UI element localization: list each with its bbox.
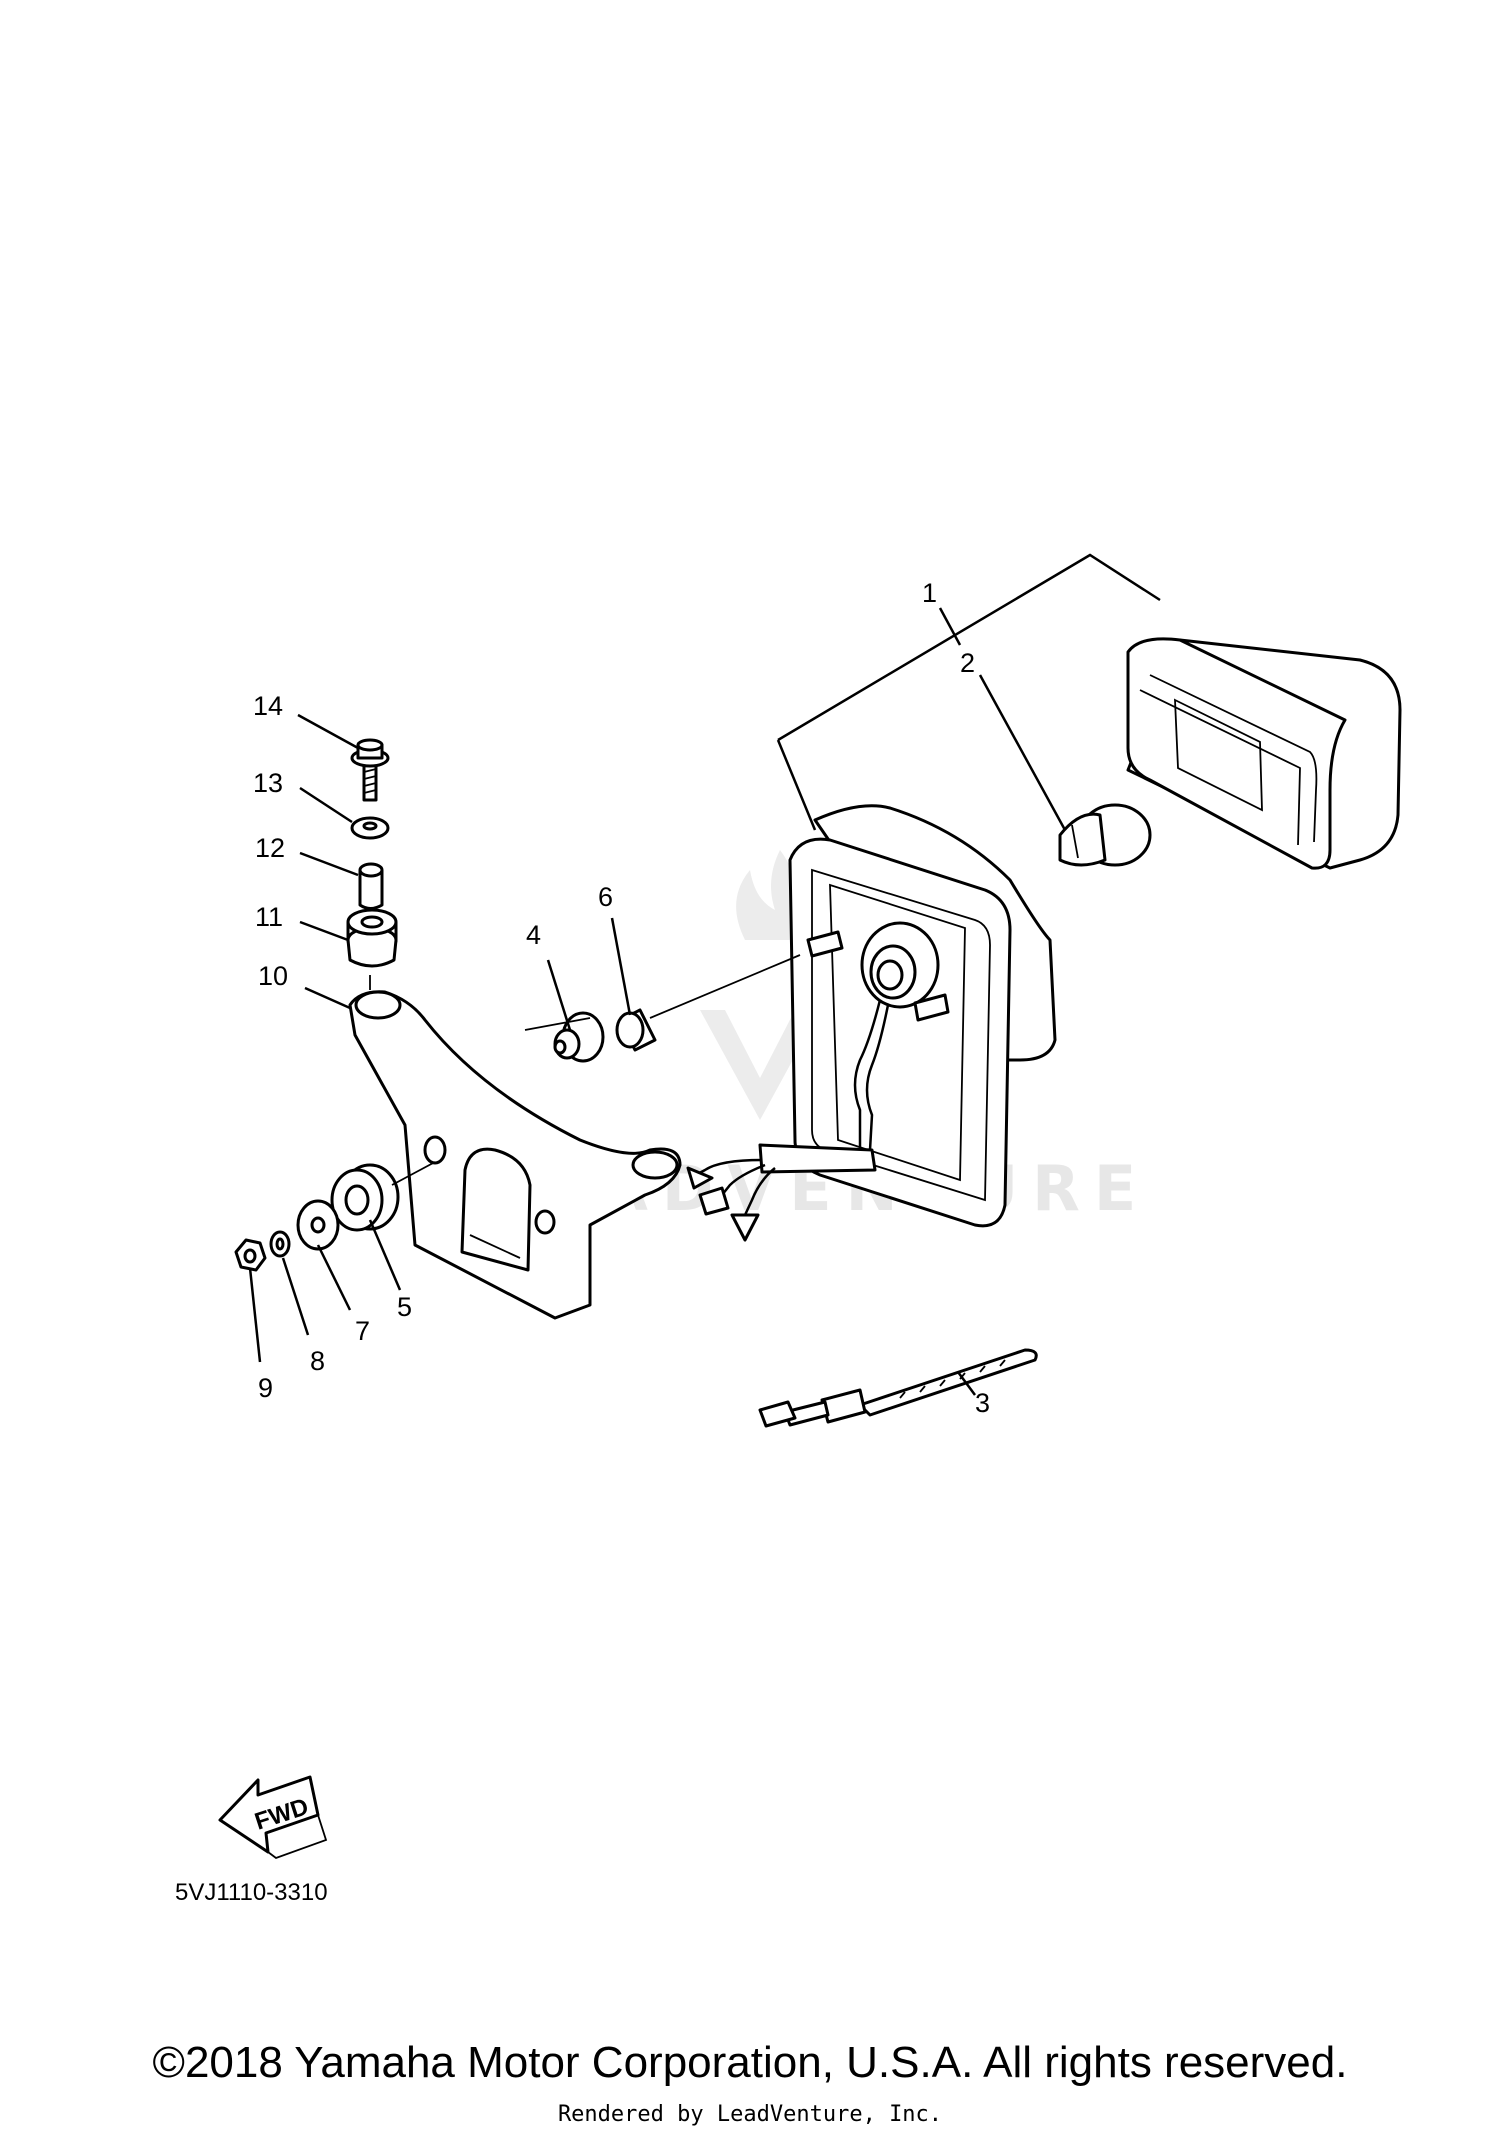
mounting-bracket [348, 990, 682, 1320]
callout-11: 11 [255, 902, 283, 932]
assembly-lines [369, 954, 801, 1186]
callout-5: 5 [397, 1292, 412, 1322]
callout-8: 8 [310, 1346, 325, 1376]
cable-tie [758, 1348, 1038, 1428]
grommet [553, 1011, 605, 1063]
callout-9: 9 [258, 1373, 273, 1403]
callout-13: 13 [253, 768, 283, 798]
tail-lamp-lens-assembly [1126, 637, 1402, 870]
rubber-grommet [330, 1163, 400, 1232]
callout-4: 4 [526, 920, 541, 950]
upper-grommet [346, 908, 398, 968]
lock-washer [269, 1230, 291, 1258]
callout-3: 3 [975, 1388, 990, 1418]
callout-1: 1 [922, 578, 937, 608]
bulb [1058, 803, 1152, 867]
plate-washer [296, 1199, 340, 1251]
leader-lines [248, 553, 1161, 1396]
callout-6: 6 [598, 882, 613, 912]
callout-7: 7 [355, 1316, 370, 1346]
upper-washer [350, 816, 390, 840]
rendered-by-credit: Rendered by LeadVenture, Inc. [557, 2102, 943, 2127]
nut [234, 1238, 267, 1272]
callout-14: 14 [253, 691, 283, 721]
callouts: 1 2 3 4 5 6 7 8 9 10 11 12 13 14 [253, 578, 990, 1418]
forward-direction-arrow: FWD [218, 1775, 328, 1860]
tail-lamp-housing [686, 804, 1057, 1242]
callout-12: 12 [255, 833, 285, 863]
bolt [350, 738, 390, 802]
collar [615, 1008, 657, 1052]
copyright-notice: ©2018 Yamaha Motor Corporation, U.S.A. A… [152, 2038, 1348, 2087]
callout-2: 2 [960, 648, 975, 678]
callout-10: 10 [258, 961, 288, 991]
upper-collar [358, 862, 384, 910]
diagram-code: 5VJ1110-3310 [175, 1879, 328, 1906]
